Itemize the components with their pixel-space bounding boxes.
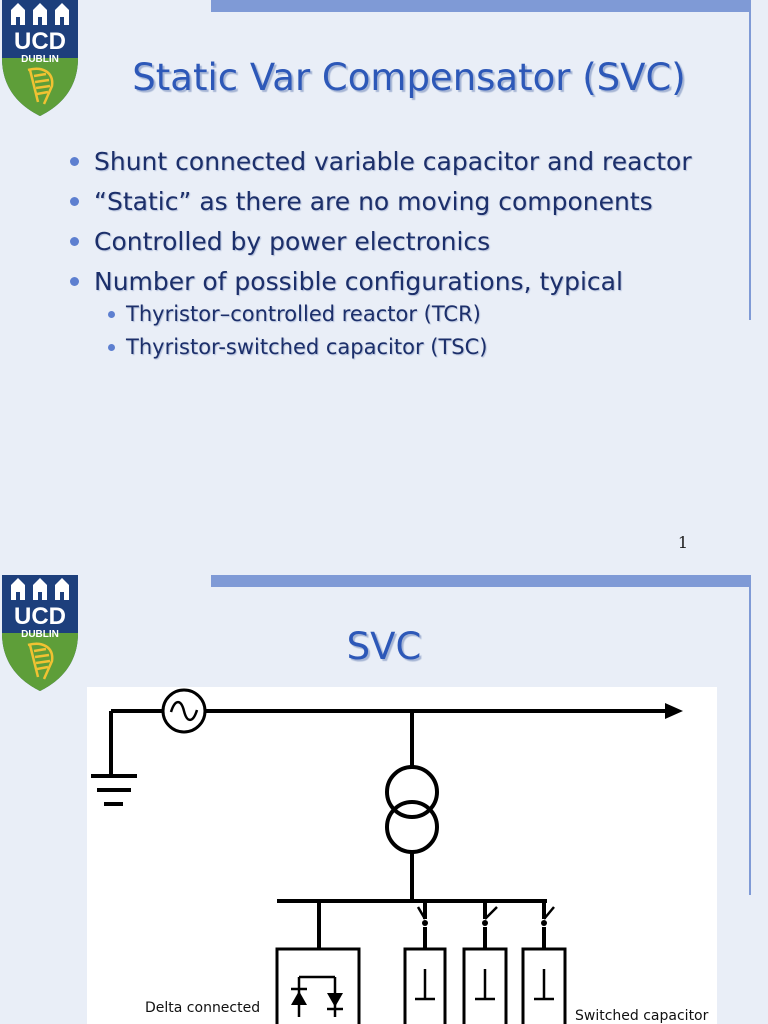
svc-schematic bbox=[91, 688, 683, 1024]
right-accent-line bbox=[749, 0, 751, 320]
capacitor-box-1 bbox=[403, 947, 447, 1024]
bullet-list: Shunt connected variable capacitor and r… bbox=[66, 145, 706, 364]
ucd-crest-logo: UCD DUBLIN bbox=[2, 0, 78, 116]
capacitor-box-3 bbox=[521, 947, 567, 1024]
svc-circuit-diagram: Delta connected Switched capacitor bbox=[87, 687, 717, 1024]
bullet-item: Controlled by power electronics bbox=[66, 225, 706, 258]
bullet-item: Shunt connected variable capacitor and r… bbox=[66, 145, 706, 178]
tcr-box bbox=[275, 947, 361, 1024]
arrow-icon bbox=[665, 703, 683, 719]
page-number: 1 bbox=[677, 533, 688, 552]
slide-1-title: Static Var Compensator (SVC) bbox=[132, 56, 686, 99]
bullet-item: Number of possible configurations, typic… bbox=[66, 265, 706, 298]
logo-text-dublin: DUBLIN bbox=[21, 629, 59, 640]
logo-text-dublin: DUBLIN bbox=[21, 54, 59, 65]
transformer-primary-icon bbox=[385, 765, 439, 819]
ucd-crest-logo: UCD DUBLIN bbox=[2, 575, 78, 691]
sub-bullet-item: Thyristor–controlled reactor (TCR) bbox=[102, 298, 706, 331]
thyristor-icon bbox=[291, 991, 307, 1005]
logo-text-ucd: UCD bbox=[14, 28, 66, 55]
logo-text-ucd: UCD bbox=[14, 603, 66, 630]
right-accent-line bbox=[749, 575, 751, 895]
bullet-item: “Static” as there are no moving componen… bbox=[66, 185, 706, 218]
sub-bullet-item: Thyristor-switched capacitor (TSC) bbox=[102, 331, 706, 364]
capacitor-box-2 bbox=[462, 947, 508, 1024]
slide-2-title: SVC bbox=[346, 625, 422, 668]
label-delta-connected: Delta connected bbox=[145, 1000, 261, 1016]
thyristor-icon bbox=[327, 993, 343, 1007]
transformer-secondary-icon bbox=[385, 800, 439, 854]
label-switched-capacitor: Switched capacitor bbox=[575, 1008, 709, 1024]
top-accent-bar bbox=[211, 575, 751, 587]
slide-1: UCD DUBLIN Static Var Compensator (SVC) … bbox=[0, 0, 768, 575]
slide-2: UCD DUBLIN SVC bbox=[0, 575, 768, 1024]
top-accent-bar bbox=[211, 0, 751, 12]
